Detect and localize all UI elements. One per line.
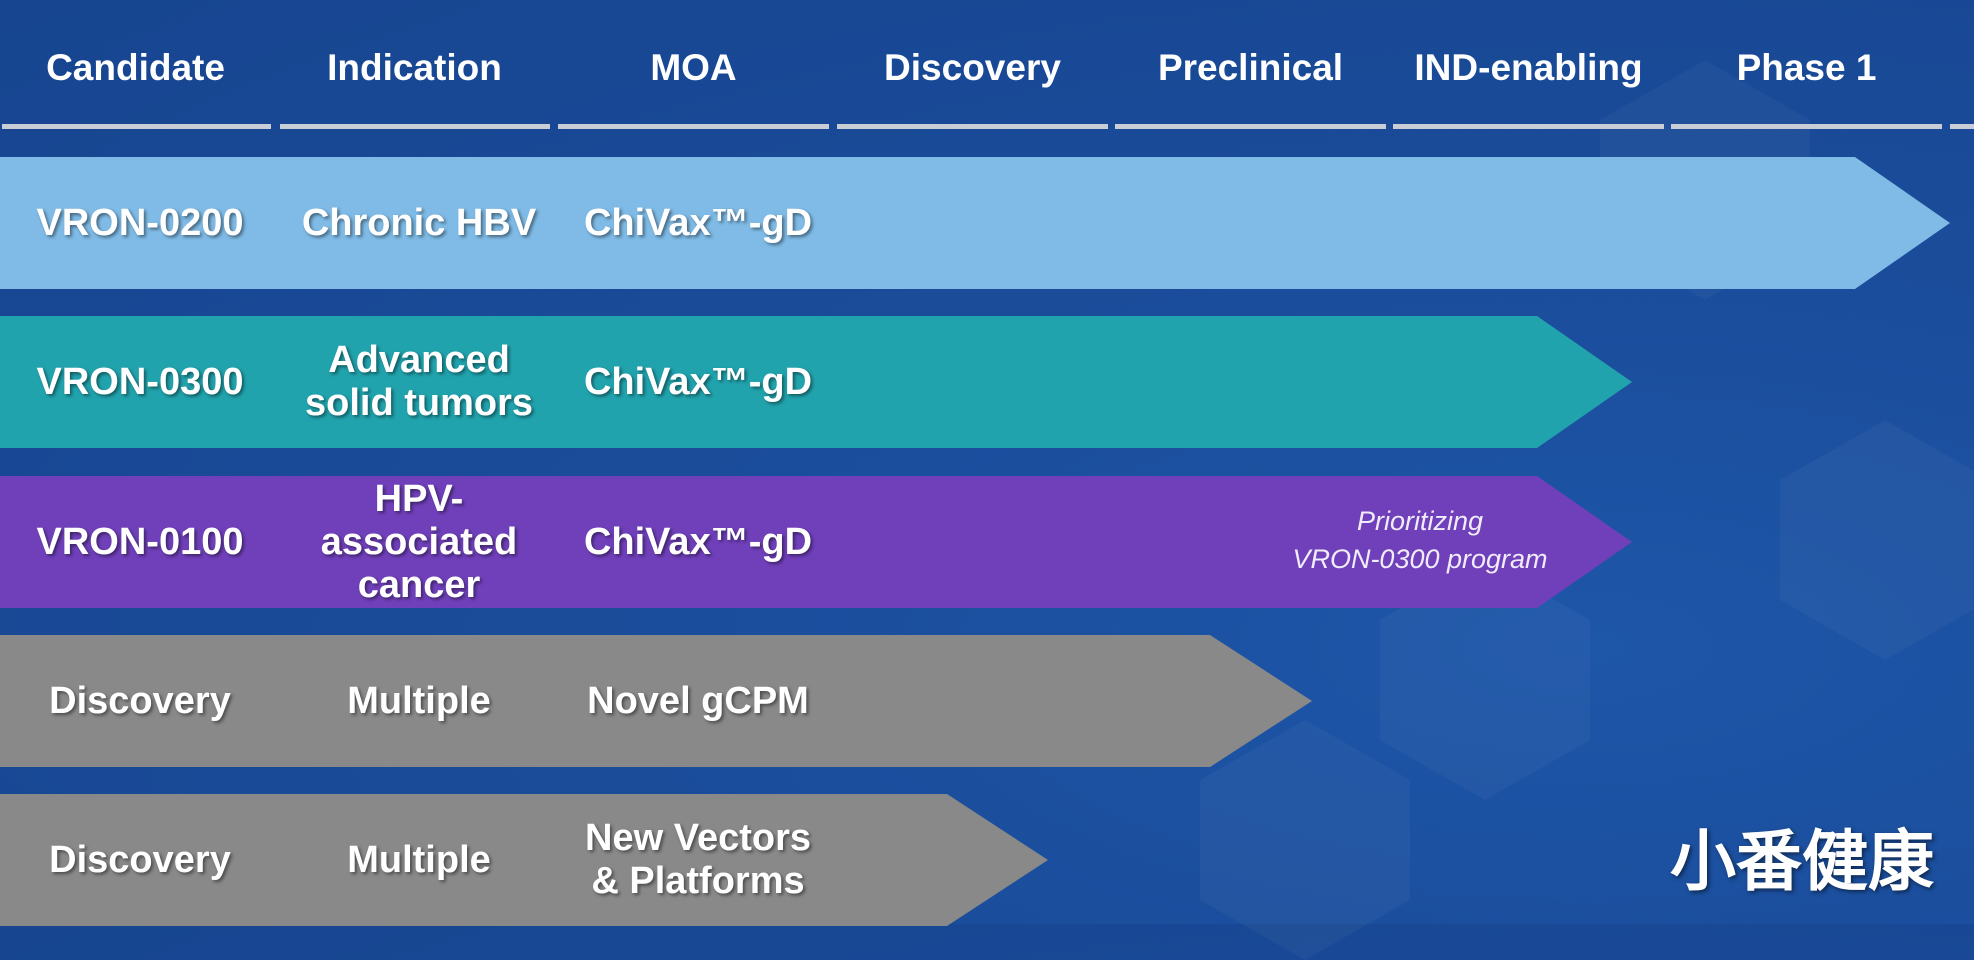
- moa-label: ChiVax™-gD: [583, 201, 813, 244]
- pipeline-row-vron-0200: VRON-0200 Chronic HBV ChiVax™-gD: [0, 157, 1974, 289]
- header-underline: [1950, 124, 1974, 129]
- candidate-label: Discovery: [49, 838, 231, 881]
- progress-arrow-shape: [0, 157, 1950, 289]
- pipeline-row-discovery-vectors: Discovery Multiple New Vectors & Platfor…: [0, 794, 1974, 926]
- progress-arrow: [0, 794, 1048, 926]
- progress-arrow-shape: [0, 476, 1632, 608]
- indication-label: Advanced solid tumors: [304, 339, 534, 424]
- progress-arrow-shape: [0, 316, 1632, 448]
- header-preclinical: Preclinical: [1157, 47, 1344, 88]
- header-moa: MOA: [650, 47, 737, 88]
- header-underline: [2, 124, 271, 129]
- candidate-label: VRON-0200: [36, 201, 244, 244]
- header-underline: [558, 124, 829, 129]
- progress-arrow: [0, 316, 1632, 448]
- pipeline-row-discovery-gcpm: Discovery Multiple Novel gCPM: [0, 635, 1974, 767]
- header-underline: [1115, 124, 1386, 129]
- pipeline-row-vron-0300: VRON-0300 Advanced solid tumors ChiVax™-…: [0, 316, 1974, 448]
- indication-label: HPV- associated cancer: [320, 477, 518, 606]
- progress-arrow: [0, 635, 1312, 767]
- indication-label: Multiple: [347, 838, 491, 881]
- header-phase-1: Phase 1: [1736, 47, 1877, 88]
- indication-label: Chronic HBV: [301, 201, 537, 244]
- progress-arrow: [0, 476, 1632, 608]
- pipeline-header: Candidate Indication MOA Discovery Precl…: [0, 0, 1974, 130]
- watermark-logo-text: 小番健康: [1670, 823, 1934, 900]
- header-indication: Indication: [327, 47, 502, 88]
- program-note: Prioritizing VRON-0300 program: [1292, 506, 1548, 574]
- candidate-label: VRON-0300: [36, 360, 244, 403]
- header-underline: [837, 124, 1108, 129]
- header-underline: [280, 124, 550, 129]
- header-underline: [1393, 124, 1664, 129]
- moa-label: Novel gCPM: [587, 679, 809, 722]
- candidate-label: VRON-0100: [36, 520, 244, 563]
- candidate-label: Discovery: [49, 679, 231, 722]
- progress-arrow-shape: [0, 794, 1048, 926]
- indication-label: Multiple: [347, 679, 491, 722]
- progress-arrow: [0, 157, 1950, 289]
- moa-label: New Vectors & Platforms: [585, 817, 811, 902]
- moa-label: ChiVax™-gD: [583, 360, 813, 403]
- header-ind-enabling: IND-enabling: [1414, 47, 1643, 88]
- progress-arrow-shape: [0, 635, 1312, 767]
- header-candidate: Candidate: [46, 47, 225, 88]
- header-discovery: Discovery: [884, 47, 1061, 88]
- pipeline-row-vron-0100: VRON-0100 HPV- associated cancer ChiVax™…: [0, 476, 1974, 608]
- moa-label: ChiVax™-gD: [583, 520, 813, 563]
- header-underline: [1671, 124, 1942, 129]
